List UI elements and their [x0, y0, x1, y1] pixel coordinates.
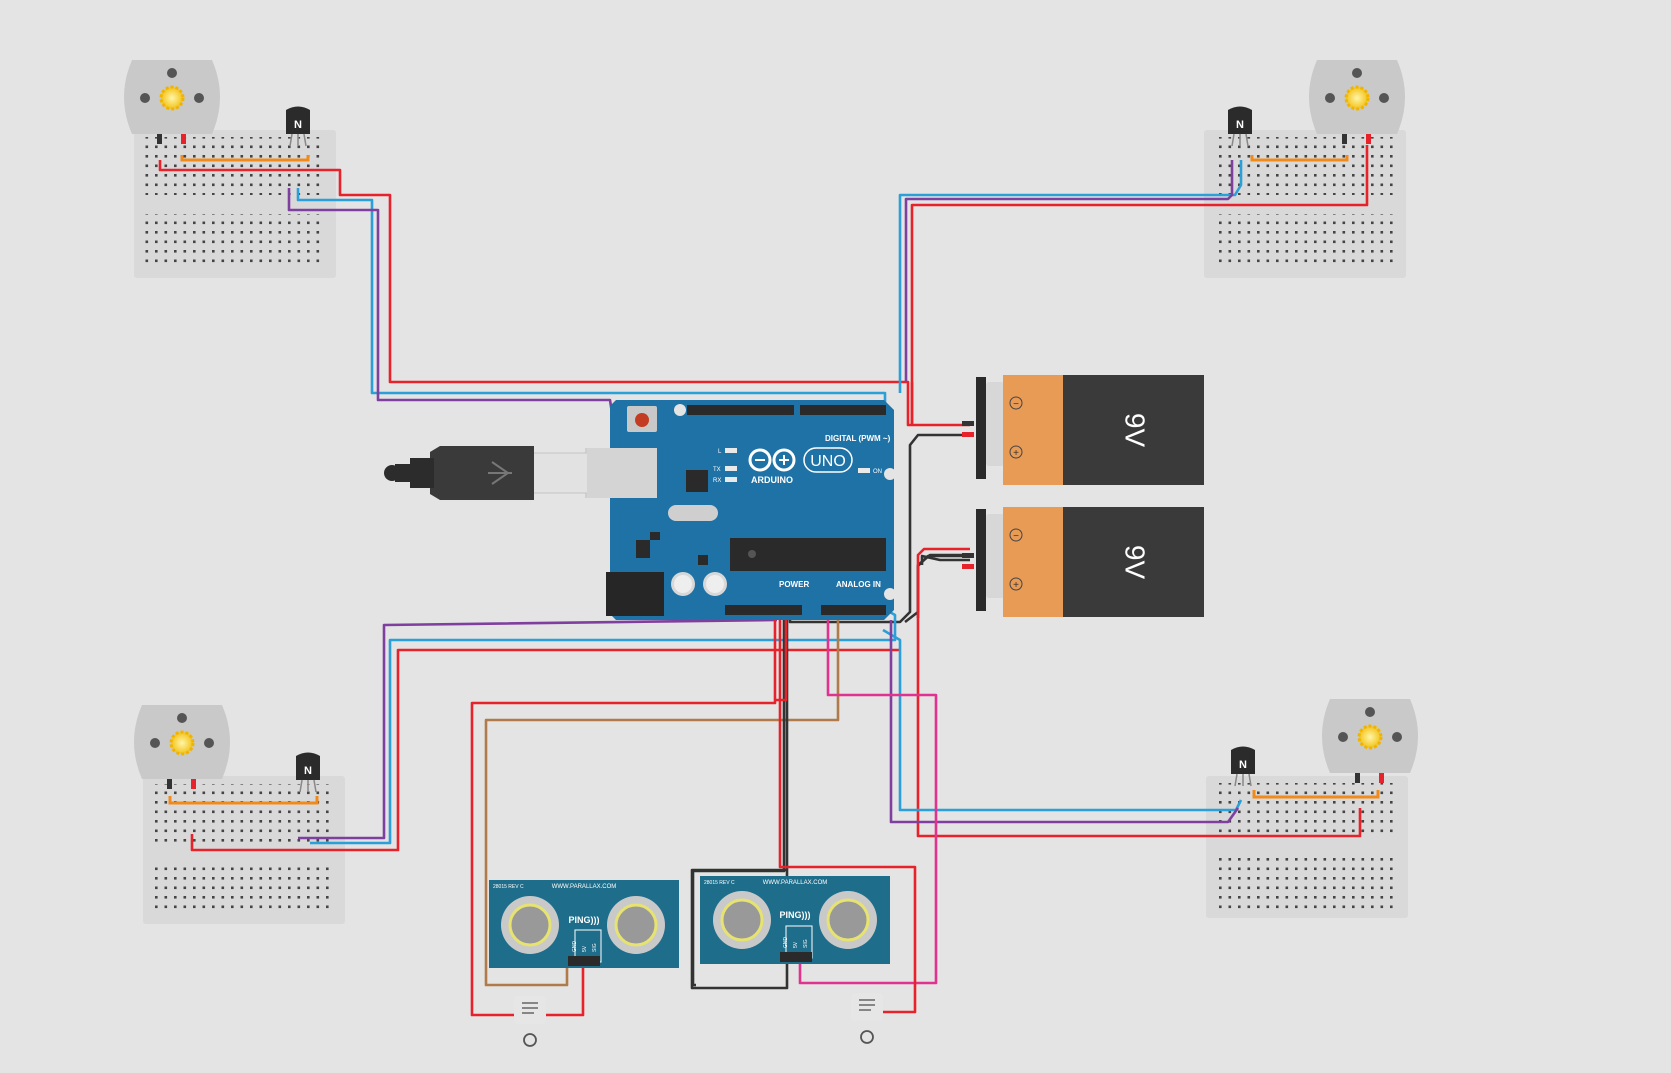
svg-text:TX: TX [713, 467, 721, 473]
svg-text:RX: RX [713, 478, 721, 484]
svg-text:N: N [1236, 119, 1244, 131]
svg-text:−: − [1013, 531, 1019, 542]
pushbutton-icon[interactable] [851, 993, 883, 1044]
arduino-uno-board[interactable]: DIGITAL (PWM ~) POWER ANALOG IN ON L TX … [587, 400, 896, 620]
battery-9v-icon[interactable]: − + 9V [962, 375, 1204, 485]
svg-text:28015 REV C: 28015 REV C [493, 884, 524, 890]
svg-text:−: − [1013, 399, 1019, 410]
dc-motor-icon[interactable] [134, 705, 230, 789]
svg-text:GND: GND [572, 941, 578, 953]
sensor-model: PING))) [780, 910, 811, 920]
digital-label: DIGITAL (PWM ~) [825, 434, 891, 443]
analog-label: ANALOG IN [836, 580, 881, 589]
breadboard-top-left[interactable] [134, 130, 336, 278]
sensor-model: PING))) [569, 915, 600, 925]
power-header[interactable] [725, 605, 802, 615]
svg-text:SIG: SIG [592, 943, 598, 952]
svg-text:N: N [304, 765, 312, 777]
svg-text:5V: 5V [793, 941, 799, 948]
breadboard-bottom-right[interactable] [1206, 776, 1408, 918]
dc-motor-icon[interactable] [1322, 699, 1418, 783]
svg-text:L: L [718, 449, 722, 455]
orange-jumpers [168, 155, 1380, 805]
usb-port[interactable] [587, 448, 657, 498]
svg-text:GND: GND [783, 937, 789, 949]
svg-text:WWW.PARALLAX.COM: WWW.PARALLAX.COM [552, 884, 617, 890]
svg-text:28015 REV C: 28015 REV C [704, 880, 735, 886]
battery-label: 9V [1120, 413, 1151, 448]
svg-text:+: + [1013, 448, 1019, 459]
svg-text:SIG: SIG [803, 939, 809, 948]
dc-motor-icon[interactable] [124, 60, 220, 144]
arduino-wordmark: ARDUINO [751, 475, 793, 485]
atmega-chip [730, 538, 886, 571]
analog-header[interactable] [821, 605, 886, 615]
dc-jack[interactable] [606, 572, 664, 616]
svg-text:WWW.PARALLAX.COM: WWW.PARALLAX.COM [763, 880, 828, 886]
pushbutton-icon[interactable] [514, 996, 546, 1047]
svg-text:+: + [1013, 580, 1019, 591]
on-led-label: ON [873, 469, 882, 475]
arduino-logo: ARDUINO UNO [748, 447, 853, 485]
dc-motor-icon[interactable] [1309, 60, 1405, 144]
uno-label: UNO [810, 453, 846, 470]
svg-text:N: N [294, 119, 302, 131]
digital-header-left[interactable] [687, 405, 794, 415]
ultrasonic-sensor-icon[interactable]: WWW.PARALLAX.COM 28015 REV C PING))) GND… [700, 876, 890, 964]
digital-header-right[interactable] [800, 405, 886, 415]
npn-transistor-icon[interactable]: N [286, 106, 310, 147]
npn-transistor-icon[interactable]: N [296, 752, 320, 793]
npn-transistor-icon[interactable]: N [1228, 106, 1252, 147]
svg-text:5V: 5V [582, 945, 588, 952]
ultrasonic-sensor-icon[interactable]: WWW.PARALLAX.COM 28015 REV C PING))) GND… [489, 880, 679, 968]
battery-9v-icon[interactable]: − + 9V [962, 507, 1204, 617]
battery-label: 9V [1120, 545, 1151, 580]
power-label: POWER [779, 580, 809, 589]
npn-transistor-icon[interactable]: N [1231, 746, 1255, 787]
svg-text:N: N [1239, 759, 1247, 771]
